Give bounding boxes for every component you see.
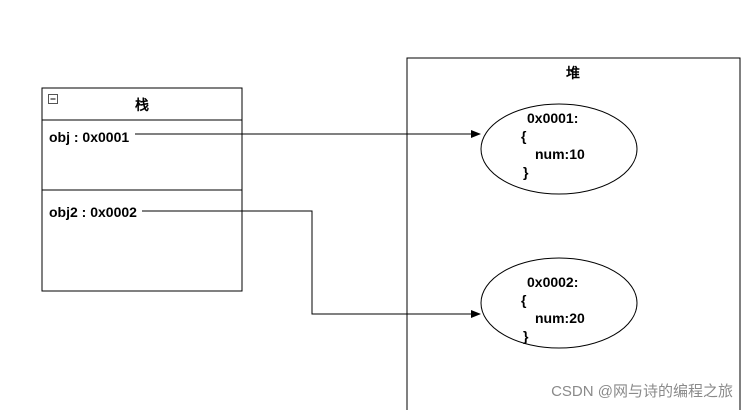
- collapse-icon[interactable]: [48, 94, 58, 104]
- stack-container: 栈 obj : 0x0001 obj2 : 0x0002: [41, 87, 243, 292]
- heap-object-close-brace: }: [523, 164, 529, 180]
- heap-object-2: 0x0002: { num:20 }: [480, 257, 638, 349]
- heap-object-field: num:10: [535, 146, 585, 162]
- reference-arrow-obj2: [142, 210, 481, 318]
- heap-object-open-brace: {: [521, 128, 527, 144]
- heap-object-field: num:20: [535, 310, 585, 326]
- stack-title: 栈: [135, 97, 149, 113]
- heap-title: 堆: [566, 65, 580, 81]
- heap-box: [406, 57, 741, 410]
- stack-row-obj2: obj2 : 0x0002: [49, 204, 137, 220]
- heap-object-address: 0x0002:: [527, 274, 578, 290]
- stack-row-obj: obj : 0x0001: [49, 129, 129, 145]
- heap-object-open-brace: {: [521, 292, 527, 308]
- heap-object-1: 0x0001: { num:10 }: [480, 103, 638, 195]
- heap-object-ellipse: [480, 257, 638, 349]
- watermark: CSDN @网与诗的编程之旅: [551, 383, 733, 400]
- heap-object-close-brace: }: [523, 328, 529, 344]
- heap-container: 堆 0x0001: { num:10 } 0x0002: { num:20 }: [406, 57, 741, 410]
- heap-object-address: 0x0001:: [527, 110, 578, 126]
- heap-object-ellipse: [480, 103, 638, 195]
